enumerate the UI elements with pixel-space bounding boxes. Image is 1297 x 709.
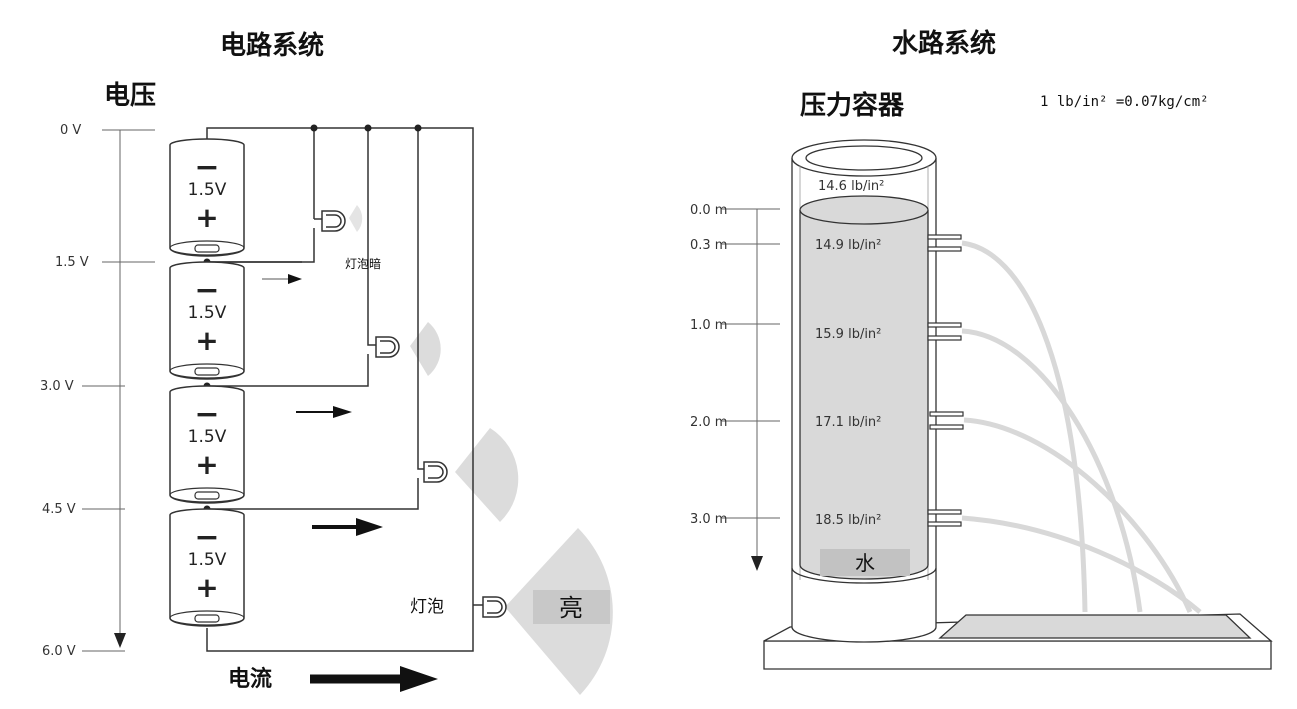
bulb-medium [423,461,448,483]
pressure-2: 17.1 lb/in² [815,415,881,430]
top-pressure: 14.6 lb/in² [818,179,884,194]
voltage-arrow-head [114,633,126,648]
battery-voltage: 1.5V [188,427,227,447]
dim-bulb-label: 灯泡暗 [345,256,381,271]
pressure-vessel [791,139,937,643]
pressure-3: 18.5 lb/in² [815,513,881,528]
battery-plus-sign: + [195,324,218,357]
voltage-scale [82,129,155,652]
battery-plus-sign: + [195,571,218,604]
battery-terminal [194,367,220,376]
pressure-0: 14.9 lb/in² [815,238,881,253]
battery-minus-sign: − [194,150,219,185]
battery: −1.5V+ [169,385,245,504]
battery-minus-sign: − [194,520,219,555]
unit-conversion: 1 lb/in² =0.07kg/cm² [1040,94,1209,110]
voltage-tick-4: 6.0 V [42,644,76,659]
battery-plus-sign: + [195,448,218,481]
glow-low [410,322,441,376]
glow-dim [349,205,363,232]
outlet-nozzles [927,234,964,527]
battery-voltage: 1.5V [188,303,227,323]
electric-title: 电路系统 [220,30,324,61]
vessel-label: 压力容器 [800,90,905,121]
voltage-tick-3: 4.5 V [42,502,76,517]
battery-voltage: 1.5V [188,180,227,200]
depth-tick-2: 1.0 m [690,318,727,333]
battery-terminal [194,614,220,623]
battery-minus-sign: − [194,397,219,432]
bulb-bright [482,596,507,618]
water-title: 水路系统 [892,28,996,59]
depth-tick-3: 2.0 m [690,415,727,430]
voltage-tick-1: 1.5 V [55,255,89,270]
battery-stack: −1.5V+−1.5V+−1.5V+−1.5V+ [169,138,245,627]
water-label: 水 [855,551,875,575]
current-arrows [262,274,438,692]
battery-terminal [194,491,220,500]
depth-tick-0: 0.0 m [690,203,727,218]
battery: −1.5V+ [169,508,245,627]
battery-minus-sign: − [194,273,219,308]
bright-label: 亮 [559,594,583,622]
bright-label-box [533,590,610,624]
battery-terminal [194,244,220,253]
current-label: 电流 [228,666,272,692]
depth-tick-4: 3.0 m [690,512,727,527]
voltage-tick-2: 3.0 V [40,379,74,394]
bulb-low [375,336,400,358]
depth-scale [722,208,780,565]
circuit-wires [206,127,483,652]
glow-medium [455,428,519,522]
battery: −1.5V+ [169,138,245,257]
battery-voltage: 1.5V [188,550,227,570]
water-label-box [820,549,910,576]
bulb-dim [321,210,346,232]
voltage-tick-0: 0 V [60,123,81,138]
voltage-label: 电压 [104,81,156,111]
bulb-label: 灯泡 [410,597,444,617]
depth-tick-1: 0.3 m [690,238,727,253]
battery-plus-sign: + [195,201,218,234]
depth-arrow-head [751,556,763,571]
battery: −1.5V+ [169,261,245,380]
pressure-1: 15.9 lb/in² [815,327,881,342]
water-jets [961,240,1202,614]
